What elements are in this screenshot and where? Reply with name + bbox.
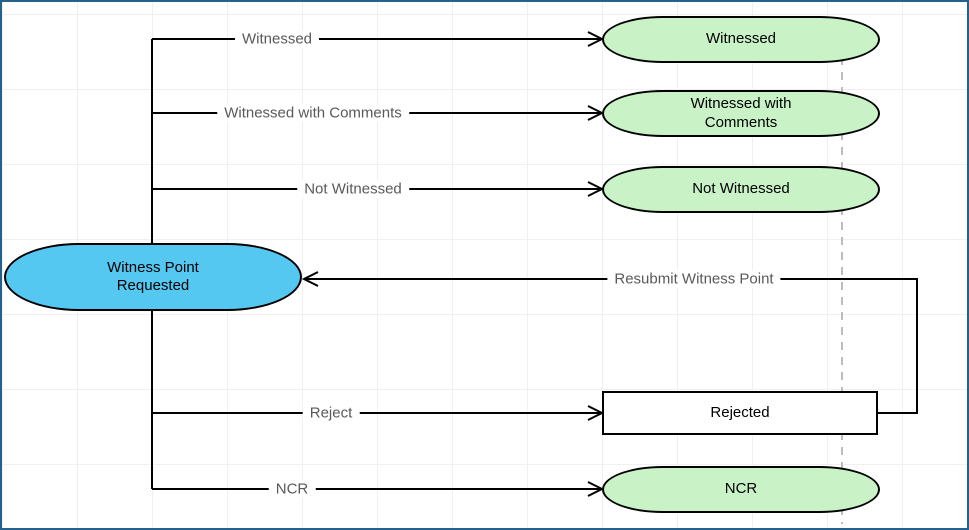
outcome-node-not-witnessed: Not Witnessed [602, 166, 880, 213]
edge-label-reject: Reject [302, 404, 360, 422]
outcome-node-not-witnessed-label: Not Witnessed [692, 180, 790, 198]
edge-label-not-witnessed: Not Witnessed [297, 180, 409, 198]
rejected-node: Rejected [602, 391, 878, 435]
outcome-node-ncr-label: NCR [724, 480, 758, 498]
arrowhead-resubmit [301, 271, 319, 287]
rejected-node-label: Rejected [710, 403, 770, 421]
start-node-witness-point-requested: Witness Point Requested [4, 243, 302, 311]
outcome-node-witnessed: Witnessed [602, 16, 880, 63]
edge-label-resubmit-witness-point: Resubmit Witness Point [607, 270, 781, 288]
outcome-node-witnessed-with-comments: Witnessed with Comments [602, 90, 880, 137]
start-node-label: Witness Point Requested [107, 258, 199, 294]
outcome-node-ncr: NCR [602, 466, 880, 513]
edge-label-witnessed: Witnessed [234, 30, 320, 48]
edge-label-witnessed-with-comments: Witnessed with Comments [217, 104, 409, 122]
outcome-node-witnessed-with-comments-label: Witnessed with Comments [690, 95, 792, 131]
outcome-node-witnessed-label: Witnessed [705, 30, 777, 48]
edge-label-ncr: NCR [268, 480, 316, 498]
